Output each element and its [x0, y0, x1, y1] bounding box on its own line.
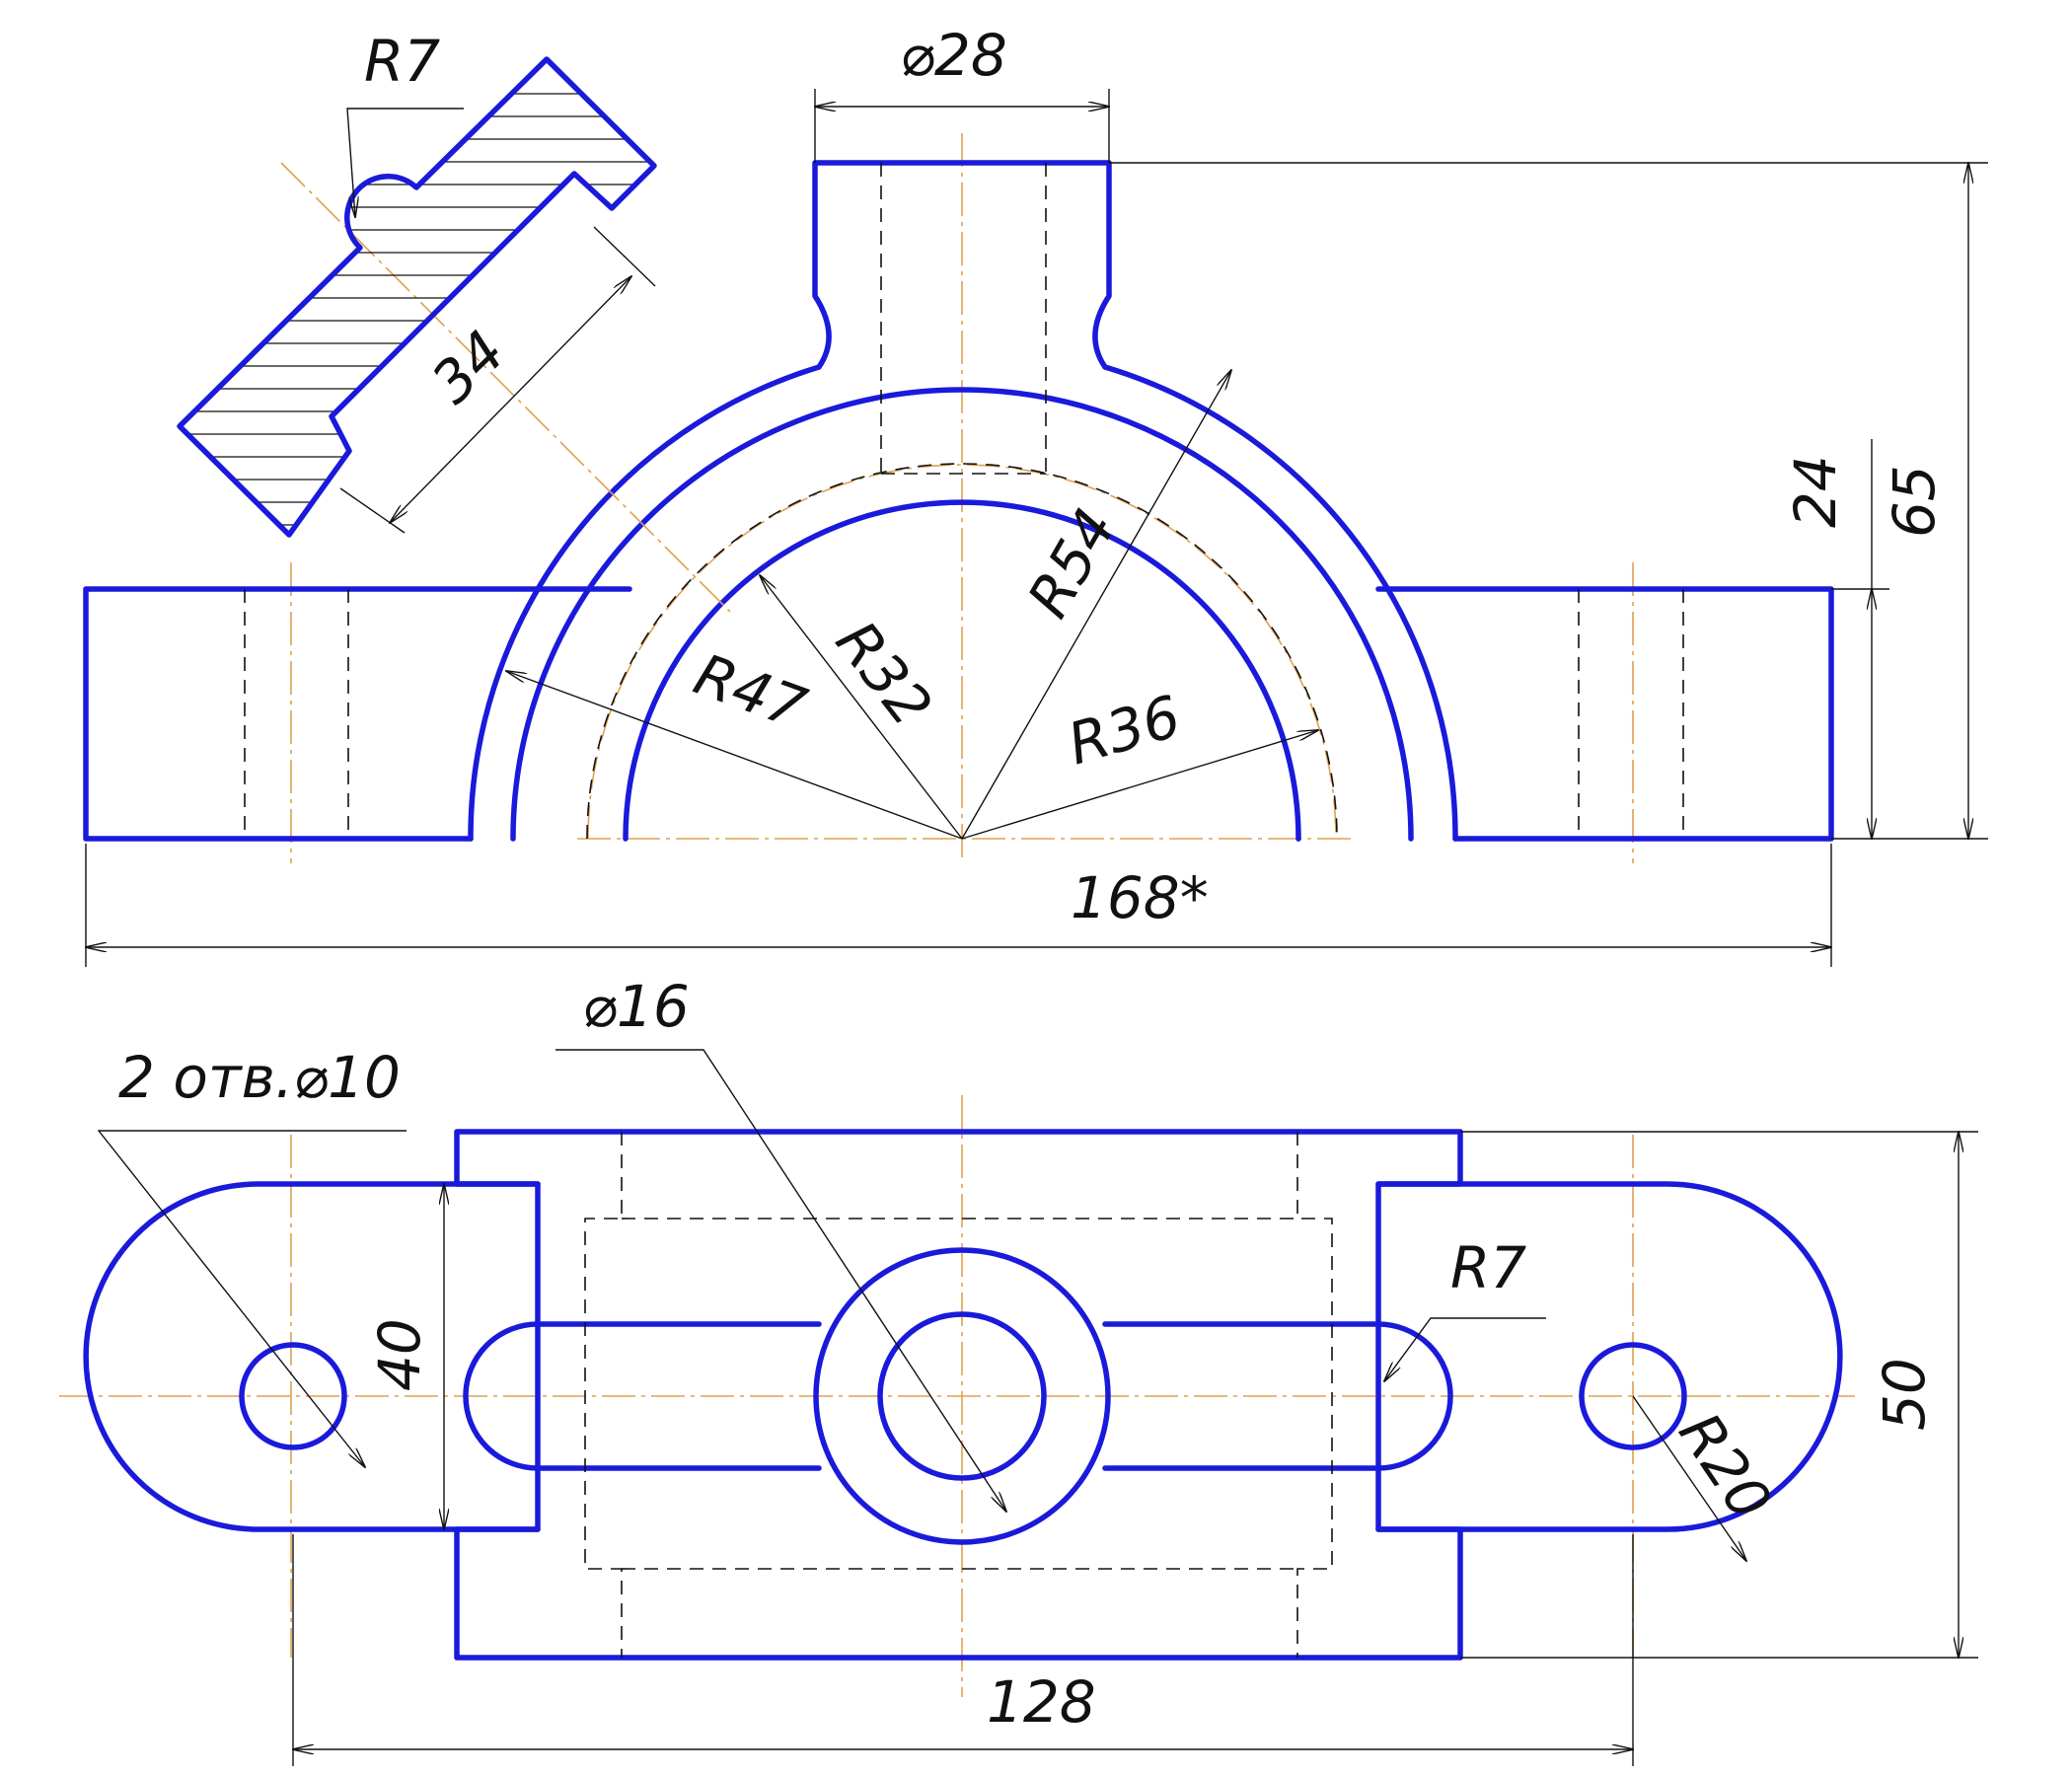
slot-right: [1102, 1321, 1453, 1471]
inner-arch: [623, 499, 1301, 842]
left-base-outline: [83, 586, 632, 842]
front-view: [83, 89, 1988, 967]
top-view: [59, 1049, 1978, 1766]
left-lug-outline: [83, 1181, 541, 1532]
label-24: 24: [1782, 455, 1849, 528]
label-slot-r7: R7: [1450, 1234, 1526, 1301]
label-section-r7: R7: [364, 28, 440, 95]
right-base-outline: [1375, 586, 1834, 842]
top-boss-outline: [812, 160, 1112, 370]
ext-34-top: [593, 226, 656, 287]
label-40: 40: [366, 1318, 433, 1391]
left-mounting-hole: [239, 1342, 347, 1450]
section-outline: [177, 56, 657, 538]
label-r47: R47: [686, 640, 815, 742]
right-mounting-hole: [1579, 1342, 1687, 1450]
label-d16: ⌀16: [582, 973, 690, 1040]
label-r20: R20: [1665, 1401, 1784, 1532]
label-128: 128: [987, 1668, 1096, 1736]
d16-leader: [555, 1049, 1006, 1512]
label-d28: ⌀28: [900, 22, 1007, 89]
slot-left: [463, 1321, 822, 1471]
removed-section: [177, 56, 657, 538]
label-168: 168*: [1071, 864, 1209, 931]
right-lug-outline: [1375, 1181, 1843, 1532]
mid-radius-centerline: [587, 464, 1337, 840]
body-hidden-right: [1296, 1132, 1333, 1658]
label-holes: 2 отв.⌀10: [118, 1044, 401, 1111]
r36-leader: [961, 730, 1318, 840]
dim-line-34: [390, 276, 631, 523]
r32-leader: [760, 575, 963, 840]
boss-outer-circle: [813, 1247, 1111, 1545]
outer-arch-left: [468, 364, 822, 842]
body-bottom-edge: [454, 1526, 1463, 1661]
section-hatching: [180, 93, 654, 526]
groove-hidden-arc: [586, 463, 1338, 840]
ext-34-bottom: [339, 487, 406, 534]
r54-leader: [961, 370, 1231, 840]
r47-leader: [506, 671, 963, 840]
body-hidden-left: [584, 1132, 623, 1658]
label-r32: R32: [823, 609, 945, 739]
label-r54: R54: [1014, 497, 1129, 629]
slot-r7-leader: [1384, 1317, 1546, 1381]
outer-arch-right: [1102, 364, 1458, 842]
label-65: 65: [1881, 465, 1948, 538]
boss-hole-d16: [877, 1311, 1047, 1481]
holes-leader: [97, 1130, 407, 1467]
r20-leader: [1632, 1395, 1746, 1561]
label-34: 34: [418, 318, 517, 416]
label-r36: R36: [1061, 683, 1187, 778]
section-r7-leader: [346, 108, 464, 217]
middle-arch: [510, 387, 1414, 842]
label-50: 50: [1871, 1358, 1938, 1431]
body-top-edge: [454, 1129, 1463, 1187]
